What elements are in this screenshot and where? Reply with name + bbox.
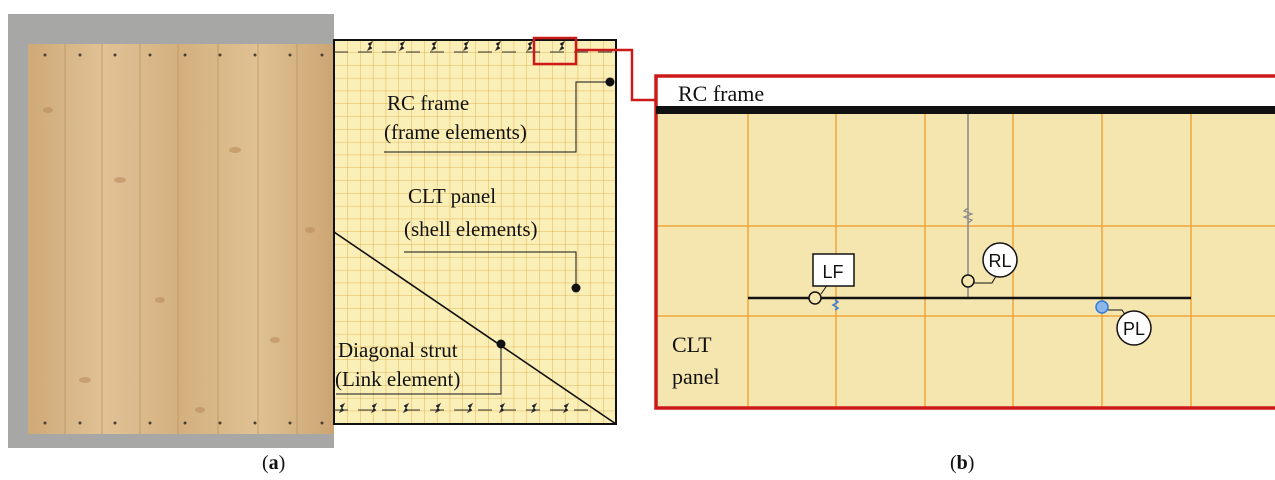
diagonal-leader [336,344,502,395]
lf-node-circle [808,291,822,305]
pl-tag-label: PL [1123,319,1145,339]
pl-node: PL [1095,300,1152,346]
detail-rc-frame-label: RC frame [678,81,764,106]
rc-frame-leader-dot [605,77,615,87]
detail-clt-label-line1: CLT [672,332,712,357]
fe-model: RC frame (frame elements) CLT panel (she… [333,36,656,425]
top-link-springs [334,40,616,53]
lf-tag-box [812,253,855,287]
wood-knots [43,107,315,413]
clt-panel-leader [404,251,577,288]
rl-tag-circle [982,242,1018,278]
detail-panel: RC frame LF RL PL CLT panel [654,74,1275,410]
caption-a: (a) [262,452,286,474]
rigid-link-spring [962,207,974,224]
detail-clt-area [656,112,1275,408]
clt-wood-panel [28,44,334,434]
clt-panel-label-line1: CLT panel [408,184,496,208]
rl-node-circle [961,274,975,288]
clt-panel-label-a: CLT panel (shell elements) [404,184,581,293]
rc-frame-leader [384,81,610,153]
lf-tag-label: LF [822,262,843,282]
bottom-anchor-row [43,421,324,425]
callout-connector [576,48,656,102]
lf-spring-icon [831,299,840,311]
pl-tag-circle [1116,310,1152,346]
lf-node: LF [808,253,855,311]
rl-node: RL [961,242,1018,288]
pl-node-circle [1095,300,1109,314]
diagonal-label-line1: Diagonal strut [338,338,458,362]
top-anchor-row [43,53,324,57]
diagonal-label-line2: (Link element) [335,367,460,391]
diagonal-leader-dot [496,339,506,349]
rl-tag-leader [974,275,997,284]
photo-panel [8,14,334,448]
clt-panel-label-line2: (shell elements) [404,217,538,241]
rc-frame-beam [656,106,1275,114]
rl-tag-label: RL [988,251,1011,271]
detail-frame-outline [654,74,1275,410]
bottom-link-springs [334,402,590,414]
caption-b: (b) [950,452,975,474]
rc-frame-label-line1: RC frame [387,91,469,115]
clt-panel-leader-dot [571,283,581,293]
diagonal-strut-line [333,231,617,425]
rc-frame-label-line2: (frame elements) [384,120,527,144]
rc-frame-label-a: RC frame (frame elements) [384,77,615,153]
wood-plank-seams [64,44,298,434]
diagonal-strut-label-a: Diagonal strut (Link element) [335,338,506,395]
fe-mesh-grid [334,40,616,424]
detail-clt-label-line2: panel [672,364,720,389]
